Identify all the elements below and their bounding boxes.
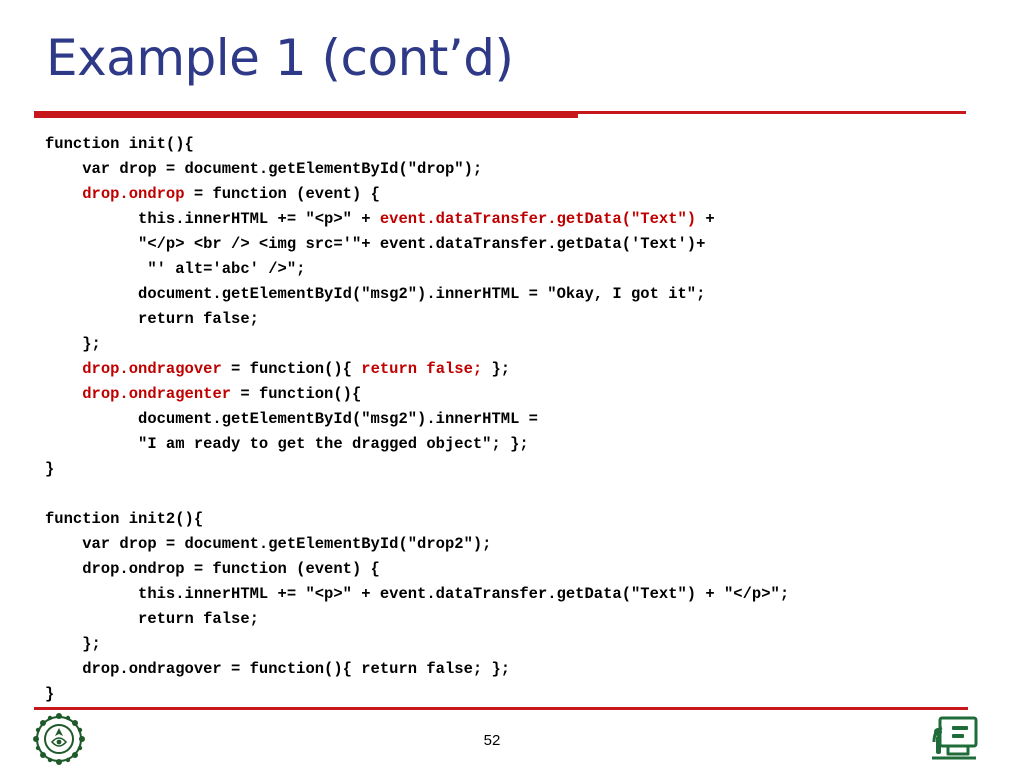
code-line — [45, 482, 789, 507]
code-segment: = function (event) { — [184, 185, 380, 203]
code-line: drop.ondrop = function (event) { — [45, 182, 789, 207]
slide-title: Example 1 (cont’d) — [46, 29, 514, 87]
code-highlight: drop.ondrop — [82, 185, 185, 203]
code-segment: return false; — [45, 310, 259, 328]
code-segment: drop.ondrop = function (event) { — [45, 560, 380, 578]
title-divider-thin — [578, 111, 966, 114]
code-segment: } — [45, 460, 55, 478]
code-highlight: drop.ondragenter — [82, 385, 232, 403]
code-segment: this.innerHTML += "<p>" + — [45, 210, 380, 228]
code-line: "' alt='abc' />"; — [45, 257, 789, 282]
code-segment: var drop = document.getElementById("drop… — [45, 535, 492, 553]
code-segment: } — [45, 685, 55, 703]
code-line: drop.ondragenter = function(){ — [45, 382, 789, 407]
code-line: function init(){ — [45, 132, 789, 157]
code-highlight: event.dataTransfer.getData("Text") — [379, 210, 697, 228]
code-segment: }; — [45, 635, 101, 653]
title-divider — [34, 108, 966, 120]
code-highlight: drop.ondragover — [82, 360, 222, 378]
code-line: return false; — [45, 307, 789, 332]
code-line: } — [45, 457, 789, 482]
code-highlight: return false; — [361, 360, 483, 378]
code-segment: "</p> <br /> <img src='"+ event.dataTran… — [45, 235, 706, 253]
code-line: function init2(){ — [45, 507, 789, 532]
code-segment: = function(){ — [221, 360, 362, 378]
code-line: "I am ready to get the dragged object"; … — [45, 432, 789, 457]
code-segment: "' alt='abc' />"; — [45, 260, 306, 278]
code-line: "</p> <br /> <img src='"+ event.dataTran… — [45, 232, 789, 257]
code-line: var drop = document.getElementById("drop… — [45, 532, 789, 557]
code-line: drop.ondrop = function (event) { — [45, 557, 789, 582]
code-line: return false; — [45, 607, 789, 632]
code-line: document.getElementById("msg2").innerHTM… — [45, 282, 789, 307]
code-segment: }; — [45, 335, 101, 353]
code-segment: return false; — [45, 610, 259, 628]
code-segment: }; — [482, 360, 511, 378]
code-line: var drop = document.getElementById("drop… — [45, 157, 789, 182]
code-segment: "I am ready to get the dragged object"; … — [45, 435, 529, 453]
code-segment: drop.ondragover = function(){ return fal… — [45, 660, 511, 678]
code-listing: function init(){ var drop = document.get… — [45, 132, 789, 707]
code-segment — [45, 385, 82, 403]
code-segment: = function(){ — [231, 385, 362, 403]
code-line: drop.ondragover = function(){ return fal… — [45, 357, 789, 382]
code-line: this.innerHTML += "<p>" + event.dataTran… — [45, 207, 789, 232]
code-line: }; — [45, 632, 789, 657]
code-line: this.innerHTML += "<p>" + event.dataTran… — [45, 582, 789, 607]
code-segment: document.getElementById("msg2").innerHTM… — [45, 285, 706, 303]
code-segment: function init2(){ — [45, 510, 204, 528]
title-divider-thick — [34, 111, 578, 118]
code-segment — [45, 360, 82, 378]
code-segment — [45, 185, 82, 203]
code-segment: + — [696, 210, 715, 228]
footer-divider — [34, 707, 968, 710]
code-line: drop.ondragover = function(){ return fal… — [45, 657, 789, 682]
code-segment: var drop = document.getElementById("drop… — [45, 160, 483, 178]
code-segment: document.getElementById("msg2").innerHTM… — [45, 410, 538, 428]
code-line: } — [45, 682, 789, 707]
code-line: document.getElementById("msg2").innerHTM… — [45, 407, 789, 432]
university-seal-icon — [32, 712, 86, 766]
code-line: }; — [45, 332, 789, 357]
computer-engineering-logo-icon — [928, 712, 980, 764]
code-segment: function init(){ — [45, 135, 194, 153]
code-segment: this.innerHTML += "<p>" + event.dataTran… — [45, 585, 790, 603]
page-number: 52 — [483, 732, 501, 749]
